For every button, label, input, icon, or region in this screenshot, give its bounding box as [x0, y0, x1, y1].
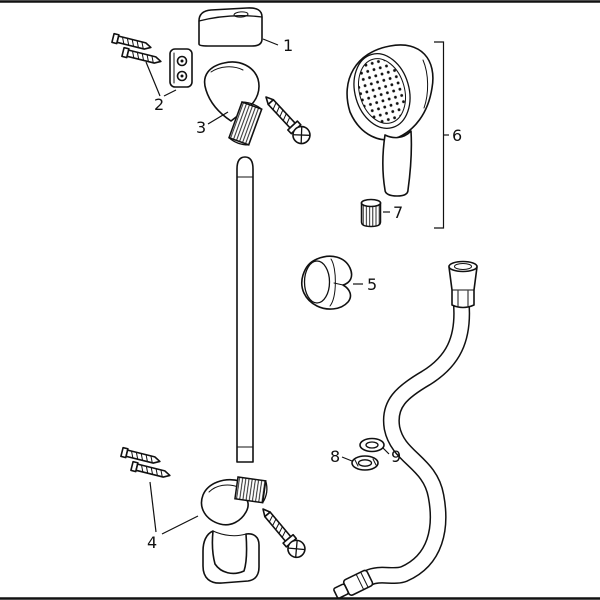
part-2-anchor-plate: [169, 48, 193, 88]
shower-hose: [364, 299, 471, 586]
part-4-anchor-screws: [120, 446, 172, 481]
part-6-hand-shower: [346, 44, 434, 197]
part-4-cover-shell: [202, 530, 260, 584]
part-3-label: 3: [196, 118, 206, 137]
part-8-label: 8: [330, 447, 340, 466]
part-5-label: 5: [367, 275, 377, 294]
part-4-label: 4: [147, 533, 157, 552]
part-2-label: 2: [154, 95, 164, 114]
part-1-leader-line: [262, 38, 279, 46]
part-1-end-cap: [198, 7, 263, 47]
part-8-leader-line: [341, 456, 353, 462]
shower-handle: [381, 130, 413, 197]
part-7-label: 7: [393, 203, 403, 222]
part-4-leader-line: [161, 515, 199, 535]
knurl-insert: [234, 476, 268, 504]
part-3-wall-bracket: [203, 61, 263, 146]
part-6-bracket-line: [434, 41, 445, 229]
part-4-leader-line: [149, 481, 157, 533]
spray-face: [358, 58, 406, 124]
hose-nut: [448, 260, 478, 309]
part-2-anchor-screws: [111, 32, 163, 67]
part-9-label: 9: [391, 447, 401, 466]
part-3-leader-line: [207, 111, 229, 125]
part-4-wall-bracket: [200, 476, 268, 526]
rail-bar: [236, 156, 254, 463]
part-1-label: 1: [283, 36, 293, 55]
part-8-washer: [351, 455, 379, 471]
anchor-screw-icon: [111, 32, 153, 53]
part-2-leader-line: [163, 89, 177, 97]
part-9-o-ring: [359, 437, 385, 453]
part-6-label: 6: [452, 126, 462, 145]
part-9-leader-line: [382, 447, 390, 455]
part-2-leader-line: [145, 61, 161, 97]
knurl-insert: [228, 101, 263, 146]
anchor-screw-icon: [120, 446, 162, 467]
part-5-slider-holder: [301, 255, 353, 310]
anchor-screw-icon: [130, 460, 172, 481]
phillips-screw-icon: [255, 502, 310, 562]
phillips-screw-icon: [258, 90, 315, 148]
part-7-check-valve: [360, 198, 382, 228]
hose-end-connector: [333, 569, 374, 599]
anchor-screw-icon: [121, 46, 163, 67]
